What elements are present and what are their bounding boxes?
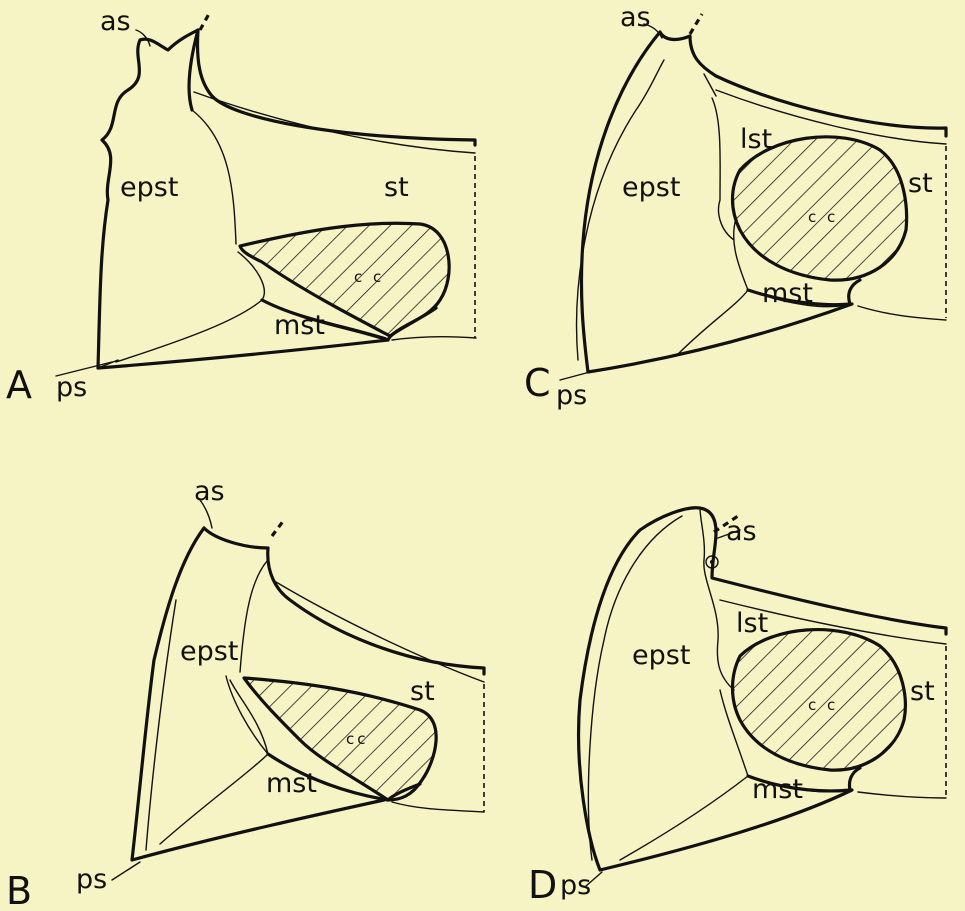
- panel-letter-c: C: [524, 361, 551, 405]
- label-epst: epst: [622, 172, 680, 203]
- panel-a: as epst st c c mst ps A: [6, 6, 476, 407]
- panel-b-ps-leader: [112, 862, 140, 880]
- panel-d: as epst lst st c c mst ps D: [528, 508, 946, 907]
- label-as: as: [100, 6, 131, 37]
- label-epst: epst: [632, 640, 690, 671]
- label-ps: ps: [556, 380, 587, 411]
- panel-letter-d: D: [528, 863, 557, 907]
- label-as: as: [620, 2, 651, 33]
- panel-a-stub: [200, 12, 210, 30]
- label-mst: mst: [752, 774, 803, 805]
- label-as: as: [194, 476, 225, 507]
- panel-d-small-dot: [710, 560, 714, 564]
- label-st: st: [410, 676, 435, 707]
- label-ps: ps: [560, 870, 591, 901]
- label-cc: c c: [354, 268, 384, 286]
- label-cc: c c: [808, 696, 838, 714]
- panel-c-stub: [690, 14, 702, 34]
- label-cc: cc: [346, 730, 369, 748]
- label-as: as: [726, 516, 757, 547]
- panel-letter-a: A: [6, 363, 32, 407]
- panel-letter-b: B: [6, 869, 32, 911]
- panel-b-stub: [272, 520, 284, 536]
- label-st: st: [910, 676, 935, 707]
- label-mst: mst: [266, 768, 317, 799]
- panel-b: as epst st cc mst ps B: [6, 476, 484, 911]
- label-lst: lst: [740, 124, 772, 155]
- panel-c-ps-leader: [560, 372, 590, 380]
- label-cc: c c: [808, 208, 838, 226]
- label-epst: epst: [180, 636, 238, 667]
- label-ps: ps: [76, 864, 107, 895]
- label-mst: mst: [762, 278, 813, 309]
- panel-c: as epst lst st c c mst ps C: [524, 2, 946, 411]
- label-ps: ps: [56, 372, 87, 403]
- label-st: st: [384, 172, 409, 203]
- label-mst: mst: [274, 310, 325, 341]
- label-st: st: [908, 168, 933, 199]
- label-lst: lst: [736, 608, 768, 639]
- label-epst: epst: [120, 172, 178, 203]
